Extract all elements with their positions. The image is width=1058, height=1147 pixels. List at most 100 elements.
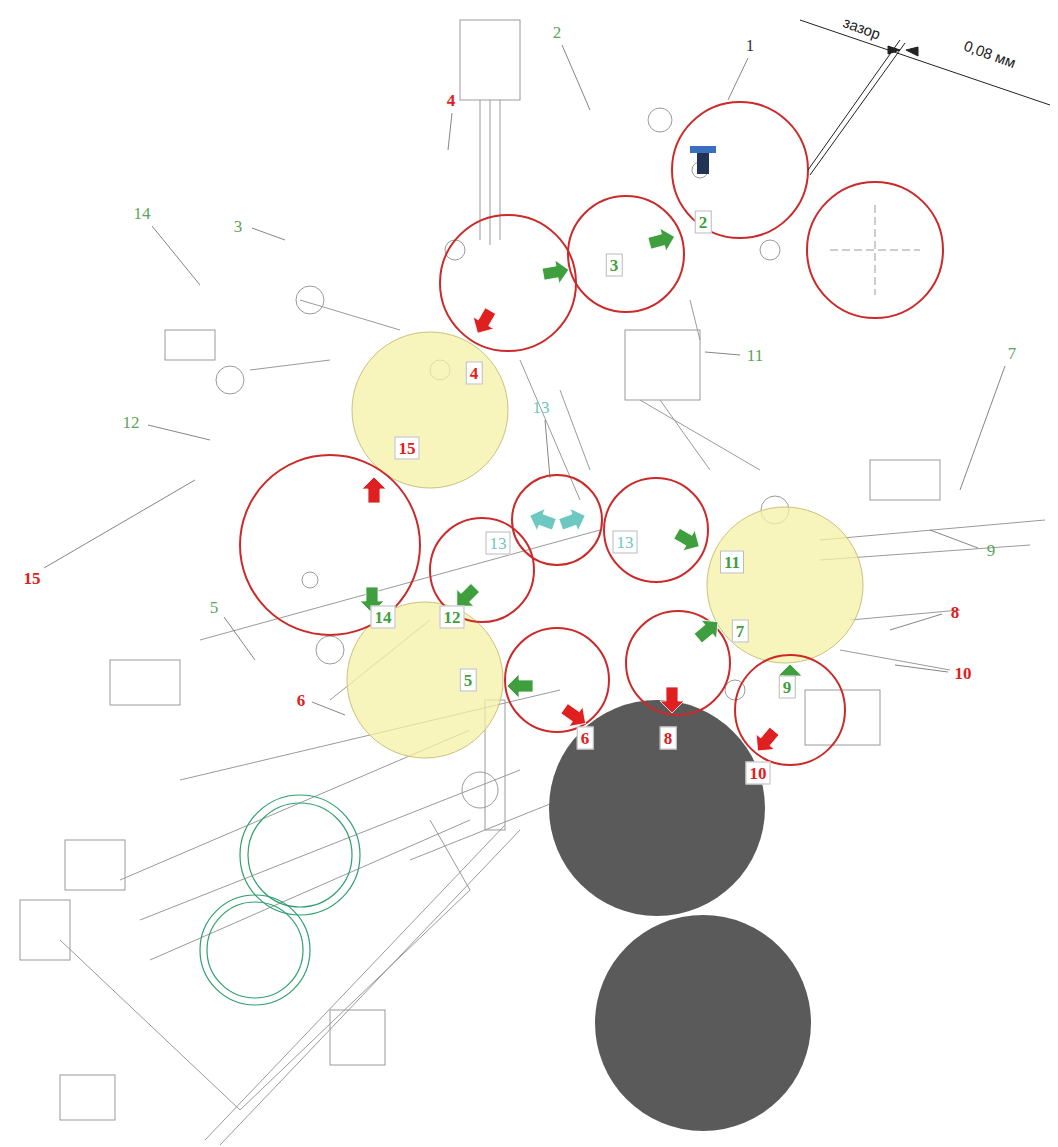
callout-number: 11	[747, 347, 763, 364]
callout-number: 8	[660, 727, 677, 750]
mechanism-sketch	[20, 20, 1045, 1145]
callout-number: 11	[720, 551, 744, 574]
green-roller	[248, 803, 352, 907]
callout-number: 10	[955, 665, 972, 682]
frame-line	[480, 100, 481, 240]
plate-cylinder	[595, 915, 811, 1131]
leader-line	[448, 113, 452, 150]
callout-number: 3	[606, 254, 623, 277]
dimension-arrow	[888, 46, 900, 54]
callout-number: 9	[779, 676, 796, 699]
ink-roller	[440, 215, 576, 351]
frame-line	[820, 520, 1045, 540]
direction-arrow	[467, 305, 501, 340]
extension-line	[808, 40, 900, 170]
callout-number: 15	[395, 437, 420, 460]
extension-line	[810, 43, 905, 175]
housing-outline	[20, 900, 70, 960]
ink-roller	[626, 611, 730, 715]
direction-arrow	[362, 477, 386, 503]
frame-line	[150, 820, 470, 960]
frame-line	[840, 650, 950, 670]
frame-line	[205, 825, 505, 1140]
frame-line	[490, 100, 491, 245]
frame-line	[660, 400, 710, 470]
leader-line	[545, 420, 550, 478]
ink-roller	[735, 655, 845, 765]
callout-number: 14	[134, 205, 151, 222]
direction-arrow	[690, 612, 725, 647]
callout-number: 6	[297, 692, 306, 709]
housing-outline	[60, 1075, 115, 1120]
leader-line	[224, 617, 255, 660]
bearing-outline	[462, 772, 498, 808]
callout-number: 9	[987, 542, 996, 559]
housing-outline	[870, 460, 940, 500]
housing-outline	[625, 330, 700, 400]
gap-label: зазор	[839, 14, 884, 43]
callout-number: 7	[1008, 345, 1017, 362]
leader-line	[895, 665, 948, 672]
callout-number: 12	[440, 606, 465, 629]
direction-arrow	[671, 523, 706, 557]
callout-number: 1	[746, 37, 755, 54]
frame-line	[690, 300, 700, 340]
direction-arrow	[507, 674, 533, 698]
gap-dimension	[800, 20, 1050, 175]
green-roller	[200, 895, 310, 1005]
callout-number: 2	[553, 24, 562, 41]
ink-roller	[672, 102, 808, 238]
bearing-outline	[296, 286, 324, 314]
bearing-outline	[760, 240, 780, 260]
callout-number: 12	[123, 414, 140, 431]
ink-roller	[568, 196, 684, 312]
frame-line	[300, 300, 400, 330]
direction-arrow	[660, 687, 684, 713]
leader-line	[930, 530, 978, 548]
callout-number: 2	[695, 211, 712, 234]
dimension-arrow	[906, 47, 918, 56]
frame-line	[220, 830, 520, 1145]
leader-line	[562, 45, 590, 110]
housing-outline	[460, 20, 520, 100]
dimension-line	[800, 20, 1050, 105]
bearing-outline	[216, 366, 244, 394]
housing-outline	[165, 330, 215, 360]
housing-outline	[110, 660, 180, 705]
callout-number: 13	[533, 399, 550, 416]
housing-outline	[805, 690, 880, 745]
bearing-outline	[302, 572, 318, 588]
leader-line	[44, 480, 195, 568]
frame-line	[520, 360, 580, 500]
ink-roller	[505, 628, 609, 732]
leader-line	[152, 226, 200, 285]
frame-line	[430, 820, 470, 890]
direction-arrow	[557, 504, 590, 535]
bearing-outline	[648, 108, 672, 132]
green-roller	[207, 902, 303, 998]
callout-number: 5	[460, 669, 477, 692]
yellow-roller	[347, 602, 503, 758]
frame-line	[250, 360, 330, 370]
direction-arrow	[748, 723, 783, 758]
callout-number: 13	[486, 532, 511, 555]
callout-number: 6	[577, 727, 594, 750]
housing-outline	[330, 1010, 385, 1065]
leader-line	[252, 228, 285, 240]
callout-number: 5	[210, 599, 219, 616]
callout-number: 4	[466, 362, 483, 385]
direction-arrow	[541, 258, 571, 286]
callout-number: 10	[746, 762, 771, 785]
ink-roller	[807, 182, 943, 318]
frame-line	[140, 770, 520, 920]
direction-arrow	[526, 504, 559, 535]
callout-number: 15	[24, 570, 41, 587]
frame-line	[240, 890, 470, 1110]
frame-line	[640, 400, 760, 470]
bearing-outline	[316, 636, 344, 664]
ink-roller	[512, 475, 602, 565]
yellow-roller	[707, 507, 863, 663]
callout-number: 14	[371, 606, 396, 629]
